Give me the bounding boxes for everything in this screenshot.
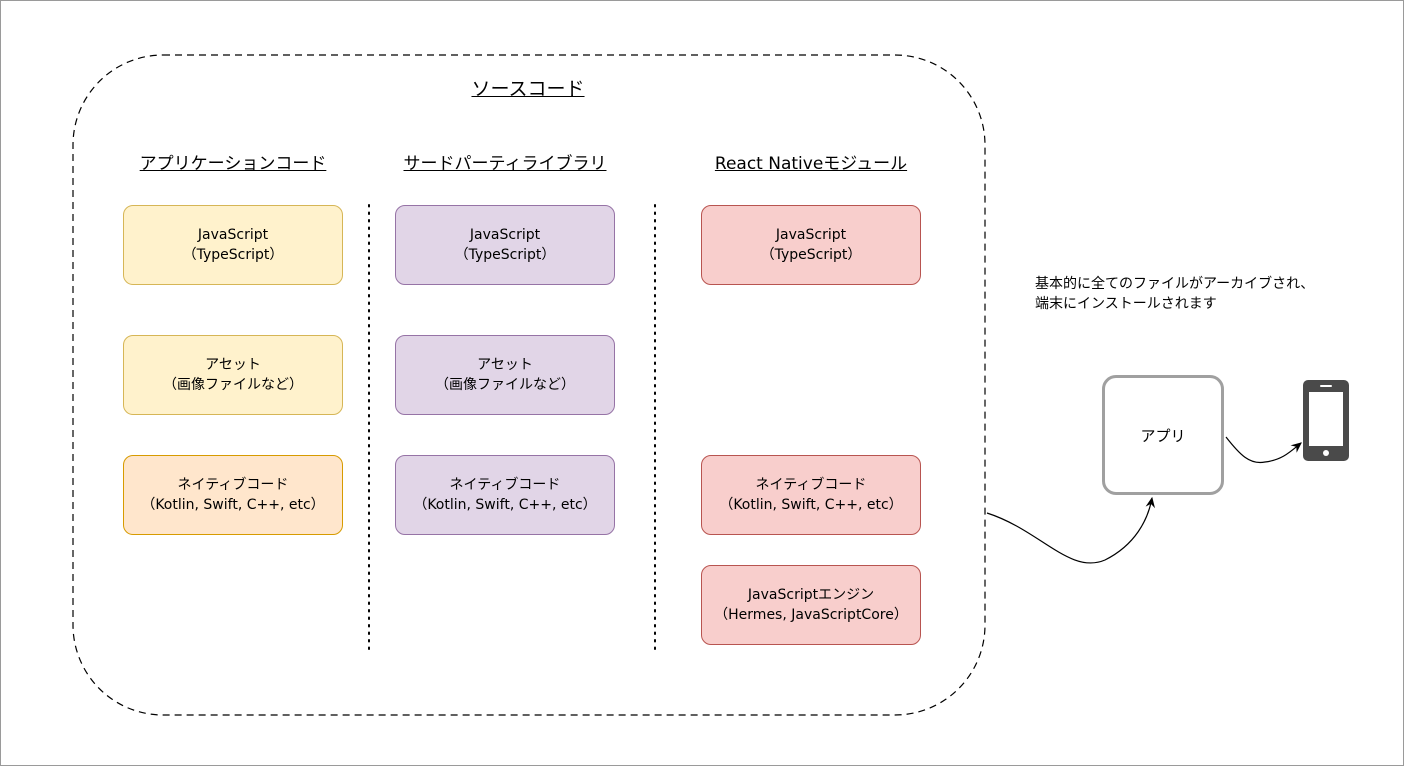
box-line2: （TypeScript）: [760, 247, 862, 263]
column-title-app-code: アプリケーションコード: [139, 154, 327, 174]
box-line2: （画像ファイルなど）: [163, 377, 303, 393]
box-line1: JavaScript: [775, 227, 847, 243]
box-line2: （Kotlin, Swift, C++, etc）: [141, 497, 325, 513]
app-code-javascript-box: JavaScript （TypeScript）: [123, 205, 343, 285]
diagram-title: ソースコード: [471, 78, 585, 100]
react-native-js-engine-box: JavaScriptエンジン （Hermes, JavaScriptCore）: [701, 565, 921, 645]
box-line1: ネイティブコード: [449, 477, 561, 493]
box-line2: （Kotlin, Swift, C++, etc）: [719, 497, 903, 513]
app-label: アプリ: [1140, 426, 1186, 445]
box-line2: （画像ファイルなど）: [435, 377, 575, 393]
connector-source-to-app: [986, 496, 1156, 564]
source-code-container: [72, 54, 986, 716]
box-line1: アセット: [477, 357, 533, 373]
third-party-assets-box: アセット （画像ファイルなど）: [395, 335, 615, 415]
third-party-native-box: ネイティブコード （Kotlin, Swift, C++, etc）: [395, 455, 615, 535]
connector-app-to-device: [1225, 436, 1302, 464]
react-native-native-box: ネイティブコード （Kotlin, Swift, C++, etc）: [701, 455, 921, 535]
box-line1: アセット: [205, 357, 261, 373]
column-title-react-native: React Nativeモジュール: [714, 154, 908, 174]
app-box: アプリ: [1102, 375, 1224, 495]
app-code-assets-box: アセット （画像ファイルなど）: [123, 335, 343, 415]
box-line1: JavaScript: [469, 227, 541, 243]
box-line2: （Hermes, JavaScriptCore）: [714, 607, 908, 623]
box-line2: （Kotlin, Swift, C++, etc）: [413, 497, 597, 513]
third-party-javascript-box: JavaScript （TypeScript）: [395, 205, 615, 285]
app-code-native-box: ネイティブコード （Kotlin, Swift, C++, etc）: [123, 455, 343, 535]
box-line2: （TypeScript）: [182, 247, 284, 263]
smartphone-icon: [1303, 380, 1349, 461]
box-line1: ネイティブコード: [755, 477, 867, 493]
box-line1: JavaScript: [197, 227, 269, 243]
note-line2: 端末にインストールされます: [1035, 296, 1217, 312]
archive-note: 基本的に全てのファイルがアーカイブされ、 端末にインストールされます: [1035, 274, 1314, 314]
react-native-javascript-box: JavaScript （TypeScript）: [701, 205, 921, 285]
box-line1: JavaScriptエンジン: [747, 587, 875, 603]
box-line2: （TypeScript）: [454, 247, 556, 263]
box-line1: ネイティブコード: [177, 477, 289, 493]
column-title-third-party: サードパーティライブラリ: [403, 154, 607, 174]
note-line1: 基本的に全てのファイルがアーカイブされ、: [1035, 276, 1315, 292]
